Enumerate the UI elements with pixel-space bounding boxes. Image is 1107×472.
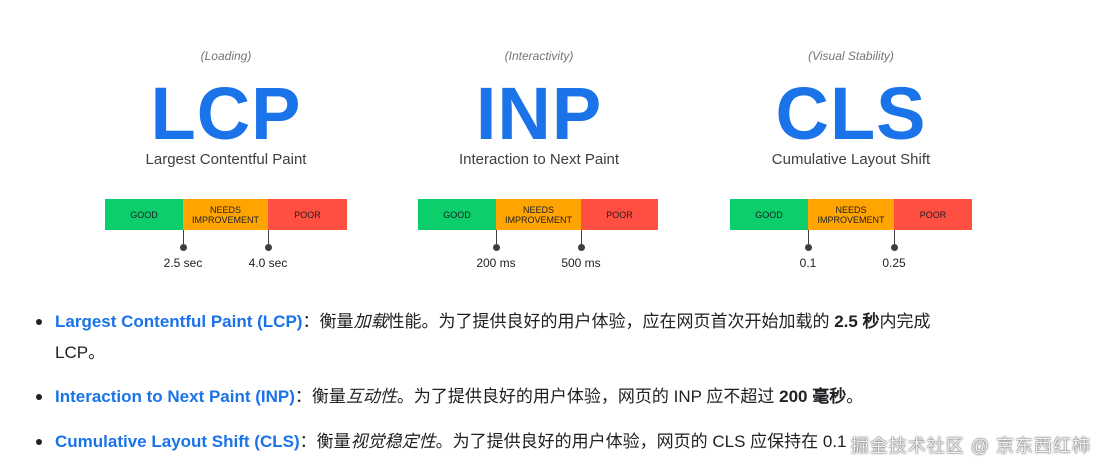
metric-full-name: Cumulative Layout Shift [771, 151, 931, 168]
watermark: 掘金技术社区 @ 京东西红柿 [850, 436, 1091, 456]
list-item-inp: Interaction to Next Paint (INP)：衡量互动性。为了… [30, 381, 1095, 412]
segment-needs-improvement: NEEDS IMPROVEMENT [496, 199, 581, 230]
item-text: 。为了提供良好的用户体验，网页的 INP 应不超过 [396, 387, 780, 406]
segment-needs-improvement: NEEDS IMPROVEMENT [183, 199, 268, 230]
item-text: 。 [846, 387, 864, 406]
list-item-cls: Cumulative Layout Shift (CLS)：衡量视觉稳定性。为了… [30, 426, 1095, 457]
item-text: 性能。为了提供良好的用户体验，应在网页首次开始加载的 [387, 312, 835, 331]
threshold-label-good: 0.1 [799, 256, 817, 270]
segment-poor: POOR [581, 199, 658, 230]
threshold-tick [265, 230, 272, 251]
lcp-link[interactable]: Largest Contentful Paint (LCP) [55, 312, 303, 331]
threshold-bar: GOOD NEEDS IMPROVEMENT POOR [418, 199, 658, 230]
threshold-tick [891, 230, 898, 251]
item-text: 内完成 [879, 312, 931, 331]
threshold-label-good: 200 ms [476, 256, 516, 270]
metric-inp: (Interactivity) INP Interaction to Next … [379, 0, 699, 290]
threshold-label-good: 2.5 sec [163, 256, 203, 270]
metric-acronym: INP [475, 72, 603, 155]
bullet-dot [36, 439, 42, 445]
item-text: ：衡量 [302, 312, 354, 331]
segment-good: GOOD [105, 199, 183, 230]
segment-good: GOOD [730, 199, 808, 230]
segment-poor: POOR [894, 199, 972, 230]
threshold-label-poor: 500 ms [561, 256, 601, 270]
segment-poor: POOR [268, 199, 347, 230]
segment-good: GOOD [418, 199, 496, 230]
threshold-label-poor: 4.0 sec [248, 256, 288, 270]
threshold-label-poor: 0.25 [882, 256, 906, 270]
metric-category: (Visual Stability) [808, 49, 894, 63]
metric-cls: (Visual Stability) CLS Cumulative Layout… [691, 0, 1011, 290]
metric-acronym: CLS [775, 72, 927, 155]
item-text: 的 CLS 应保持在 0.1 [690, 432, 847, 451]
list-item-lcp: Largest Contentful Paint (LCP)：衡量加载性能。为了… [30, 306, 1095, 368]
item-emphasis: 互动性 [345, 387, 397, 406]
metric-full-name: Interaction to Next Paint [458, 151, 620, 168]
metric-acronym: LCP [150, 72, 302, 155]
item-strong: 200 毫秒 [779, 387, 847, 406]
bullet-dot [36, 394, 42, 400]
cls-link[interactable]: Cumulative Layout Shift (CLS) [55, 432, 300, 451]
threshold-tick [578, 230, 585, 251]
item-text: ：衡量 [294, 387, 346, 406]
threshold-bar: GOOD NEEDS IMPROVEMENT POOR [105, 199, 347, 230]
metric-lcp: (Loading) LCP Largest Contentful Paint G… [66, 0, 386, 290]
threshold-tick [180, 230, 187, 251]
item-text: 。为了提供良好的用户体验，网页 [435, 432, 691, 451]
item-emphasis: 加载 [353, 312, 388, 331]
threshold-tick [493, 230, 500, 251]
threshold-tick [805, 230, 812, 251]
metric-category: (Interactivity) [504, 49, 574, 63]
item-emphasis: 视觉稳定性 [350, 432, 436, 451]
item-text: ：衡量 [299, 432, 351, 451]
item-text: LCP。 [55, 343, 106, 362]
threshold-bar: GOOD NEEDS IMPROVEMENT POOR [730, 199, 972, 230]
segment-needs-improvement: NEEDS IMPROVEMENT [808, 199, 894, 230]
metric-category: (Loading) [200, 49, 252, 63]
metric-full-name: Largest Contentful Paint [145, 151, 307, 168]
inp-link[interactable]: Interaction to Next Paint (INP) [55, 387, 295, 406]
item-strong: 2.5 秒 [834, 312, 880, 331]
bullet-dot [36, 319, 42, 325]
